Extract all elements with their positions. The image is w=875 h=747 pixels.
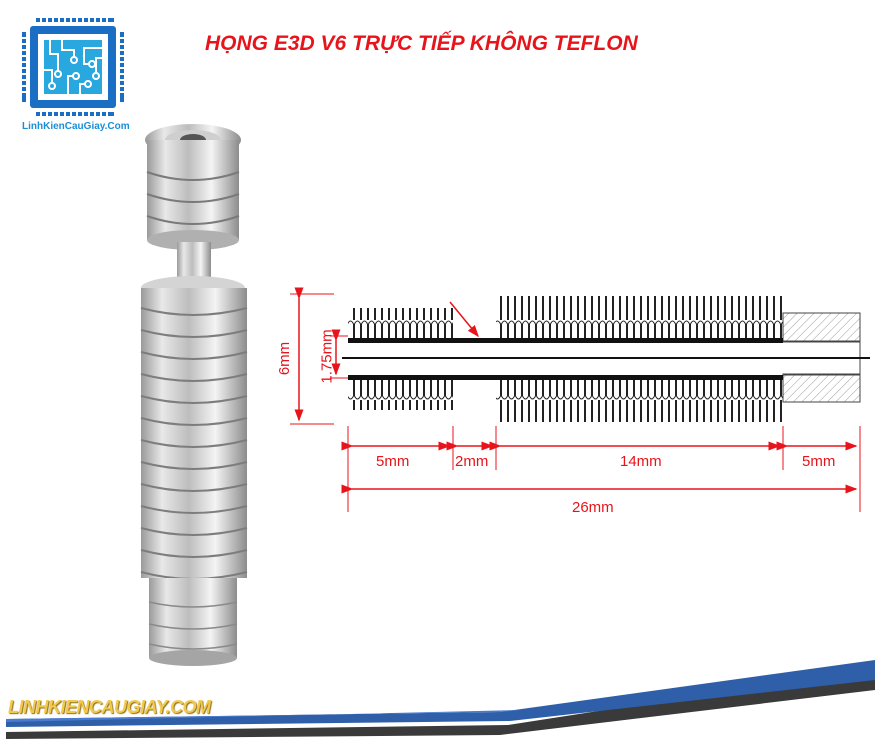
dim-segment-3: 14mm	[620, 453, 662, 470]
footer-stripes	[0, 650, 875, 742]
heatbreak-throat-photo	[140, 124, 248, 666]
logo-text: LinhKienCauGiay.Com	[22, 121, 130, 132]
logo	[18, 14, 128, 119]
dim-inner-diameter: 1.75mm	[318, 329, 336, 384]
product-photo	[125, 110, 285, 670]
dim-total-length: 26mm	[572, 499, 614, 512]
dim-segment-4: 5mm	[802, 453, 836, 470]
footer-brand: LINHKIENCAUGIAY.COM	[8, 697, 211, 717]
page-title: HỌNG E3D V6 TRỰC TIẾP KHÔNG TEFLON	[205, 32, 638, 55]
dim-outer-diameter: 6mm	[276, 341, 294, 376]
heatbreak-cross-section	[290, 287, 870, 512]
dim-segment-1: 5mm	[376, 453, 410, 470]
dimension-diagram	[270, 280, 875, 520]
circuit-chip-icon	[22, 18, 124, 116]
dim-segment-2: 2mm	[455, 453, 489, 470]
